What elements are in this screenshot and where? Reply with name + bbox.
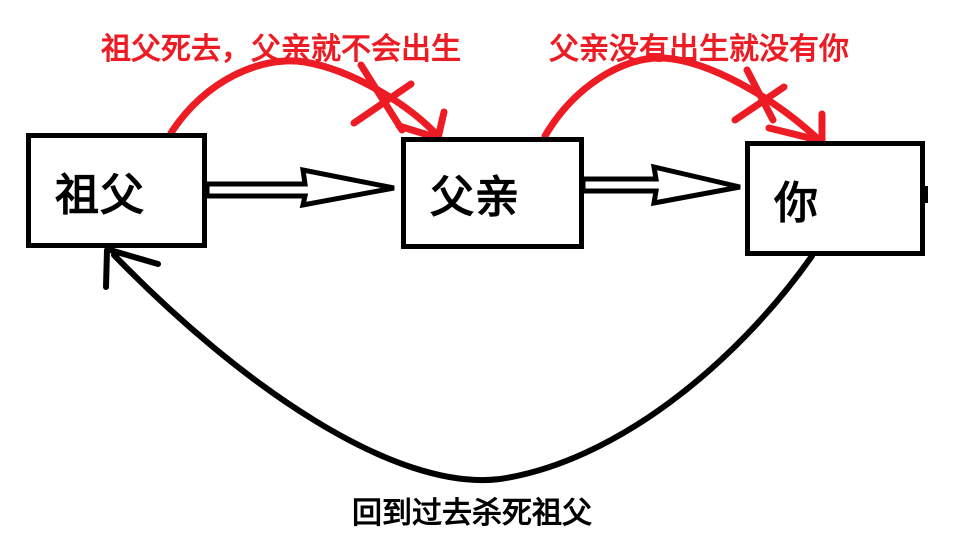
red-arc-father-you <box>541 54 823 144</box>
red-arc-grandfather-father <box>167 57 441 139</box>
node-you-label: 你 <box>774 177 819 229</box>
block-arrow-father-to-you <box>580 163 741 207</box>
node-you: 你 <box>745 141 925 256</box>
node-father: 父亲 <box>401 137 584 249</box>
node-grandfather: 祖父 <box>26 133 207 248</box>
red-cross-x-father <box>350 61 415 134</box>
caption-go-back-kill-grandfather: 回到过去杀死祖父 <box>352 496 592 531</box>
caption-father-never-born: 父亲没有出生就没有你 <box>549 32 849 67</box>
time-travel-arrowhead <box>103 247 161 290</box>
caption-grandfather-dies: 祖父死去，父亲就不会出生 <box>101 32 461 67</box>
node-father-label: 父亲 <box>430 172 520 223</box>
block-arrow-grandfather-to-father <box>204 166 395 209</box>
time-travel-curve <box>111 252 815 484</box>
node-grandfather-label: 祖父 <box>55 169 145 221</box>
red-cross-x-you <box>731 66 788 124</box>
